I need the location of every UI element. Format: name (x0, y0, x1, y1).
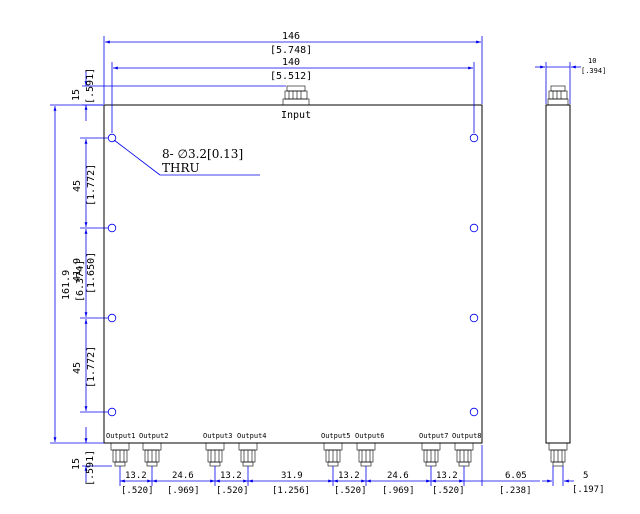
output-connector-6 (356, 442, 376, 467)
svg-text:[5.512]: [5.512] (270, 71, 312, 82)
hole (469, 313, 479, 323)
hole (469, 133, 479, 143)
output-label-6: Output6 (355, 432, 385, 440)
hole (107, 133, 117, 143)
dim-hole-span: 140 [5.512] (111, 57, 475, 133)
svg-text:13.2: 13.2 (338, 471, 360, 481)
svg-text:[1.256]: [1.256] (272, 486, 310, 496)
hole (469, 407, 479, 417)
svg-text:41.9: 41.9 (72, 258, 83, 282)
svg-text:45: 45 (72, 180, 83, 192)
output-label-8: Output8 (452, 432, 482, 440)
svg-text:140: 140 (282, 57, 300, 68)
dim-hole-pitch: 45 [1.772] 41.9 [1.650] 45 [1.772] (72, 137, 108, 413)
svg-text:15: 15 (71, 89, 82, 101)
output-connector-7 (421, 442, 441, 467)
hole-note-thru: THRU (162, 161, 200, 175)
svg-text:[.520]: [.520] (121, 486, 154, 496)
input-connector (282, 85, 310, 106)
input-label: Input (281, 110, 311, 121)
svg-text:[.591]: [.591] (85, 68, 96, 104)
hole-callout: 8- ∅3.2[0.13] THRU (113, 139, 260, 176)
svg-text:[6.374]: [6.374] (75, 260, 86, 302)
svg-text:[.520]: [.520] (216, 486, 249, 496)
svg-text:161.9: 161.9 (61, 270, 72, 300)
hole (107, 313, 117, 323)
hole (107, 407, 117, 417)
svg-text:13.2: 13.2 (220, 471, 242, 481)
dim-side-bottom: 5 [.197] (542, 466, 605, 495)
side-body (545, 104, 571, 444)
svg-text:[.520]: [.520] (334, 486, 367, 496)
svg-text:[.394]: [.394] (581, 67, 606, 75)
svg-text:[1.772]: [1.772] (86, 164, 97, 206)
output-connector-5 (323, 442, 343, 467)
output-label-4: Output4 (237, 432, 267, 440)
output-label-3: Output3 (203, 432, 233, 440)
output-label-2: Output2 (139, 432, 169, 440)
output-connector-2 (142, 442, 162, 467)
svg-text:15: 15 (71, 458, 82, 470)
output-connectors (110, 442, 474, 467)
output-connector-4 (238, 442, 258, 467)
dim-overall-width: 146 [5.748] (103, 31, 483, 104)
output-connector-8 (454, 442, 474, 467)
dim-bottom-spacing: 13.2 [.520] 24.6 [.969] 13.2 [.520] 31.9… (119, 445, 540, 496)
side-view (545, 85, 571, 467)
svg-text:[1.650]: [1.650] (86, 252, 97, 294)
svg-text:24.6: 24.6 (387, 471, 409, 481)
front-body (103, 104, 483, 444)
svg-text:13.2: 13.2 (436, 471, 458, 481)
output-connector-1 (110, 442, 130, 467)
svg-text:6.05: 6.05 (505, 471, 527, 481)
dim-side-thickness: 10 [.394] (535, 57, 606, 104)
svg-text:10: 10 (588, 57, 596, 65)
svg-text:[.969]: [.969] (167, 486, 200, 496)
svg-text:[1.772]: [1.772] (86, 346, 97, 388)
hole-note-size: 8- ∅3.2[0.13] (162, 147, 243, 161)
mounting-holes (107, 133, 479, 417)
dim-connector-bottom: 15 [.591] (71, 427, 112, 486)
svg-text:[.591]: [.591] (85, 450, 96, 486)
svg-text:24.6: 24.6 (172, 471, 194, 481)
svg-text:31.9: 31.9 (281, 471, 303, 481)
svg-text:45: 45 (72, 362, 83, 374)
output-connector-3 (205, 442, 225, 467)
svg-text:13.2: 13.2 (125, 471, 147, 481)
svg-text:[5.748]: [5.748] (270, 45, 312, 56)
dim-overall-height: 161.9 [6.374] (50, 104, 104, 444)
output-label-5: Output5 (321, 432, 351, 440)
output-label-7: Output7 (419, 432, 449, 440)
svg-text:[.197]: [.197] (572, 485, 605, 495)
svg-text:[.238]: [.238] (499, 486, 532, 496)
hole (107, 223, 117, 233)
hole (469, 223, 479, 233)
output-label-1: Output1 (106, 432, 136, 440)
svg-text:5: 5 (583, 471, 588, 481)
svg-text:[.520]: [.520] (432, 486, 465, 496)
svg-text:146: 146 (282, 31, 300, 42)
svg-text:[.969]: [.969] (382, 486, 415, 496)
